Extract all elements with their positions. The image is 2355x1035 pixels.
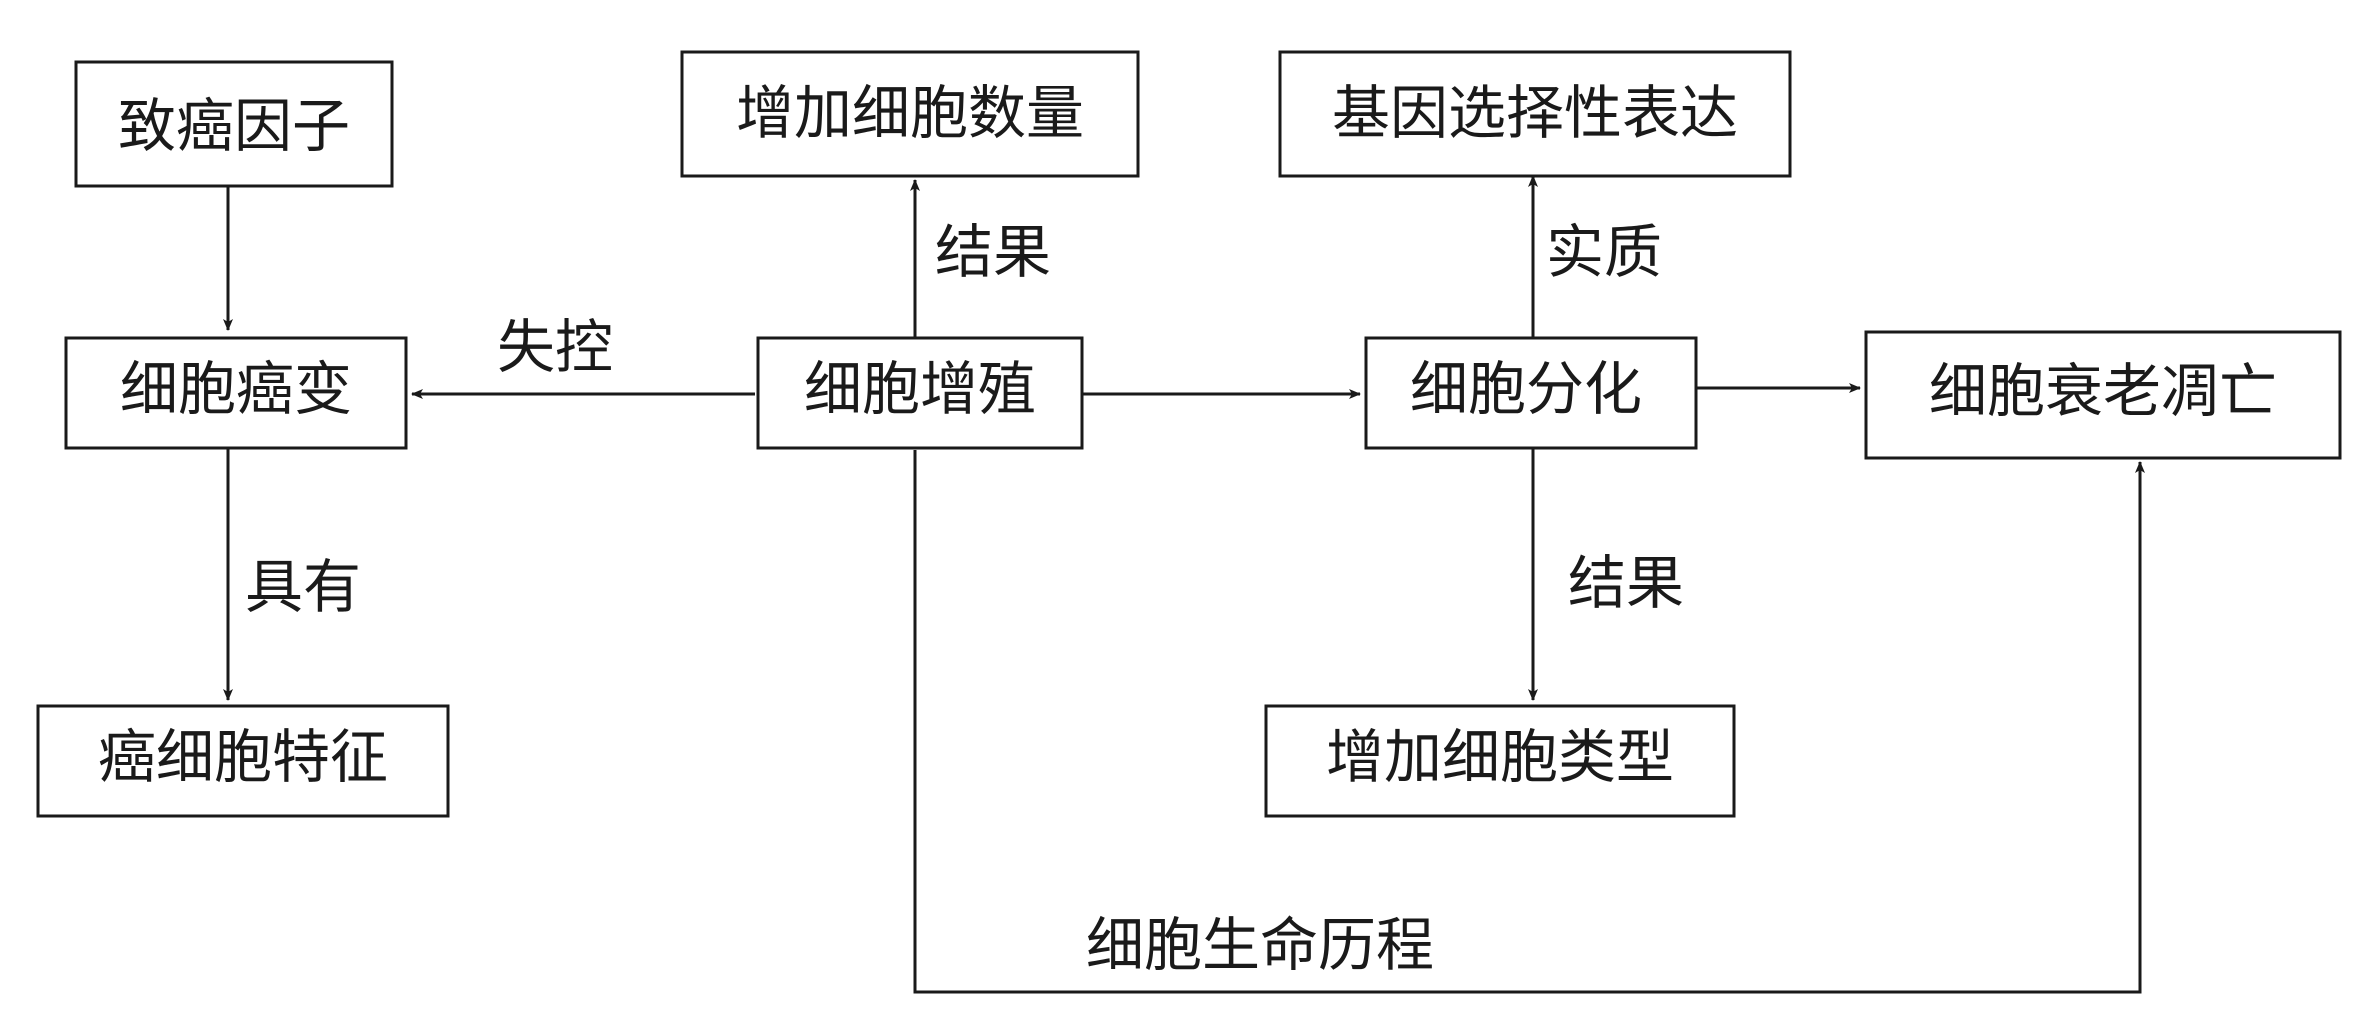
node-gene-expression-label: 基因选择性表达	[1332, 79, 1738, 147]
node-carcinogen-label: 致癌因子	[118, 92, 350, 160]
node-cancer-features: 癌细胞特征	[36, 704, 450, 818]
edge-label-has: 具有	[245, 553, 361, 621]
node-proliferation: 细胞增殖	[756, 336, 1084, 450]
edge-proliferation-to-aging-life-history	[913, 450, 2145, 994]
node-cancerization-label: 细胞癌变	[120, 355, 352, 423]
node-increase-types-label: 增加细胞类型	[1326, 723, 1674, 791]
node-increase-number: 增加细胞数量	[680, 50, 1140, 178]
node-aging-death: 细胞衰老凋亡	[1864, 330, 2342, 460]
node-proliferation-label: 细胞增殖	[804, 355, 1036, 423]
edge-label-result-proliferation: 结果	[935, 218, 1051, 286]
node-increase-types: 增加细胞类型	[1264, 704, 1736, 818]
edge-label-essence: 实质	[1546, 218, 1662, 286]
node-cancer-features-label: 癌细胞特征	[98, 723, 388, 791]
node-differentiation-label: 细胞分化	[1410, 355, 1642, 423]
node-increase-number-label: 增加细胞数量	[736, 79, 1084, 147]
edge-label-result-differentiation: 结果	[1568, 549, 1684, 617]
node-cancerization: 细胞癌变	[64, 336, 408, 450]
node-differentiation: 细胞分化	[1364, 336, 1698, 450]
node-carcinogen: 致癌因子	[74, 60, 394, 188]
node-aging-death-label: 细胞衰老凋亡	[1929, 357, 2277, 425]
edge-label-life-history: 细胞生命历程	[1086, 911, 1434, 979]
edge-label-out-of-control: 失控	[497, 313, 613, 381]
node-gene-expression: 基因选择性表达	[1278, 50, 1792, 178]
